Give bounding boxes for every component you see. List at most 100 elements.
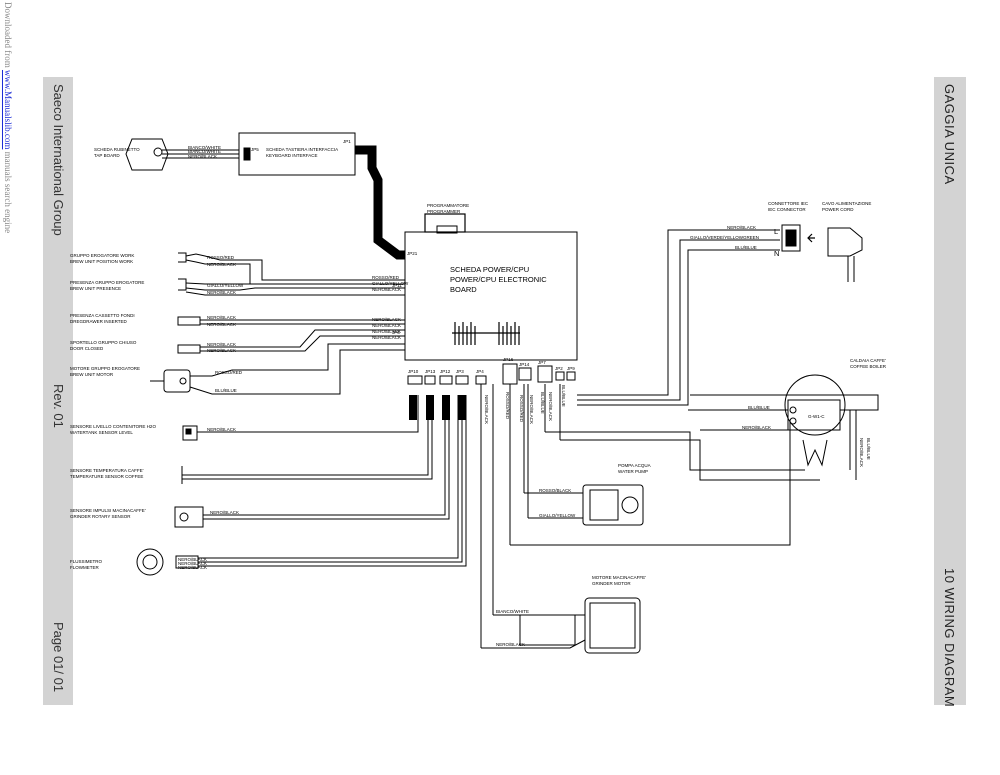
flowmeter-wire-3: NERO/BLACK	[178, 565, 207, 570]
brew-motor-wire-1: ROSSO/RED	[215, 370, 243, 375]
iec-title-en: IEC CONNECTOR	[768, 207, 806, 212]
boiler-mid-label: G-W1-C	[808, 414, 825, 419]
dregdrawer-wire-1: NERO/BLACK	[207, 315, 236, 320]
power-cord-title-en: POWER CORD	[822, 207, 854, 212]
brew-motor-title-it: MOTORE GRUPPO EROGATORE	[70, 366, 140, 371]
iec-connector	[781, 224, 801, 252]
tap-wire-3: NERO/BLACK	[188, 154, 217, 159]
door-wire-1: NERO/BLACK	[207, 342, 236, 347]
flowmeter	[136, 548, 164, 576]
iec-l: L	[774, 227, 778, 236]
pump-title-en: WATER PUMP	[618, 469, 648, 474]
jp6-wire-3: NERO/BLACK	[372, 329, 401, 334]
iec-wire-2: GIALLO/VERDE/YELLOWGREEN	[690, 235, 759, 240]
board-wire-3: ROSSO/RED	[519, 395, 524, 423]
jp6-label: JP6	[392, 330, 400, 335]
download-watermark: Downloaded from www.Manualslib.com manua…	[3, 2, 13, 233]
jp13-label: JP13	[425, 369, 436, 374]
flowmeter-wire-2: NERO/BLACK	[178, 561, 207, 566]
boiler-wire-2: NERO/BLACK	[742, 425, 771, 430]
left-info-strip	[43, 77, 73, 705]
programmer-port	[424, 213, 466, 233]
jp6-wire-2: NERO/BLACK	[372, 323, 401, 328]
jp11-label: JP11	[392, 283, 402, 288]
pump-wire-2: GIALLO/YELLOW	[539, 513, 576, 518]
jp2-connector	[555, 371, 565, 381]
jp16-label: JP16	[503, 357, 514, 362]
boiler-title-it: CALDAIA CAFFE'	[850, 358, 886, 363]
board-title-it: SCHEDA POWER/CPU	[450, 265, 529, 274]
board-title-en1: POWER/CPU ELECTRONIC	[450, 275, 547, 284]
flowmeter-title-en: FLOWMETER	[70, 565, 99, 570]
power-cord-title-it: CAVO ALIMENTAZIONE	[822, 201, 871, 206]
heatsink-icon	[452, 322, 520, 345]
jp4-connector	[475, 375, 487, 385]
water-pump	[582, 484, 644, 526]
water-sensor-wire-1: NERO/BLACK	[207, 427, 236, 432]
jp7-connector	[537, 365, 553, 383]
grinder-wire-2: NERO/BLACK	[496, 642, 525, 647]
dregdrawer-title-en: DREGDRAWER INSERTED	[70, 319, 128, 324]
jp9-label: JP9	[567, 366, 575, 371]
grinder-sensor-wire-1: NERO/BLACK	[210, 510, 239, 515]
programmer-socket	[436, 225, 458, 234]
arrow-icon	[807, 233, 815, 243]
brew-motor-wire-2: BLU/BLUE	[215, 388, 237, 393]
flowmeter-wire-1: NERO/BLACK	[178, 557, 207, 562]
board-wire-4: NERO/BLACK	[529, 395, 534, 424]
temp-sensor-title-it: SENSORE TEMPERATURA CAFFE'	[70, 468, 144, 473]
board-wire-5: BLU/BLUE	[540, 392, 545, 414]
tap-board-hole	[153, 147, 163, 157]
pump-wire-1: ROSSO/BLACK	[539, 488, 571, 493]
boiler-title-en: COFFEE BOILER	[850, 364, 887, 369]
keyboard-title-en: KEYBOARD INTERFACE	[266, 153, 318, 158]
jp11-wire-1: ROSSO/RED	[372, 275, 400, 280]
revision-label: Rev. 01	[51, 384, 66, 428]
ribbon-cable	[355, 145, 405, 260]
brew-position-wire-1: ROSSO/RED	[207, 255, 235, 260]
company-name: Saeco International Group	[51, 84, 66, 236]
coffee-boiler	[784, 374, 857, 467]
grinder-wire-1: BIANCO/WHITE	[496, 609, 529, 614]
dregdrawer-title-it: PRESENZA CASSETTO FONDI	[70, 313, 135, 318]
jp13-connector	[424, 375, 436, 385]
board-title-en2: BOARD	[450, 285, 477, 294]
jp4-label: JP4	[476, 369, 484, 374]
board-wire-7: BLU/BLUE	[561, 385, 566, 407]
tap-board-title-en: TAP BOARD	[94, 153, 120, 158]
watermark-prefix: Downloaded from	[3, 2, 13, 70]
power-cpu-board	[404, 231, 578, 361]
iec-n: N	[774, 249, 779, 258]
tap-board-title-it: SCHEDA RUBINETTO	[94, 147, 140, 152]
grinder-sensor-title-it: SENSORE IMPULSI MACINACAFFE'	[70, 508, 146, 513]
tap-wire-1: BIANCO/WHITE	[188, 145, 221, 150]
keyboard-jp-label: JP1	[343, 139, 351, 144]
section-title: 10 WIRING DIAGRAM	[942, 568, 957, 708]
manualslib-link[interactable]: www.Manualslib.com	[3, 69, 13, 150]
brew-position-switch	[178, 252, 187, 263]
jp3-label: JP3	[456, 369, 464, 374]
jp14-label: JP14	[519, 362, 530, 367]
flowmeter-title-it: FLUSSIMETRO	[70, 559, 103, 564]
boiler-wire-4: BLU/BLUE	[866, 438, 871, 460]
door-wire-2: NERO/BLACK	[207, 348, 236, 353]
jp21-label: JP21	[407, 251, 418, 256]
jp10-label: JP10	[408, 369, 419, 374]
door-title-en: DOOR CLOSED	[70, 346, 104, 351]
jp10-connector	[407, 375, 423, 385]
boiler-wire-1: BLU/BLUE	[748, 405, 770, 410]
brew-position-title-it: GRUPPO EROGATORE WORK	[70, 253, 134, 258]
product-title: GAGGIA UNICA	[942, 84, 957, 185]
grinder-motor-title-it: MOTORE MACINACAFFE'	[592, 575, 646, 580]
jp11-wire-2: GIALLO/YELLOW	[372, 281, 409, 286]
water-level-sensor	[182, 425, 198, 441]
grinder-sensor-title-en: GRINDER ROTARY SENSOR	[70, 514, 131, 519]
water-sensor-title-it: SENSORE LIVELLO CONTENITORE H2O	[70, 424, 156, 429]
jp2-label: JP2	[555, 366, 563, 371]
door-title-it: SPORTELLO GRUPPO CHIUSO	[70, 340, 137, 345]
watermark-suffix: manuals search engine	[3, 149, 13, 234]
brew-presence-wire-1: GIALLO/YELLOW	[207, 283, 244, 288]
jp5-label: JP5	[251, 147, 259, 152]
iec-wire-3: BLU/BLUE	[735, 245, 757, 250]
programmer-label-en: PROGRAMMER	[427, 209, 461, 214]
